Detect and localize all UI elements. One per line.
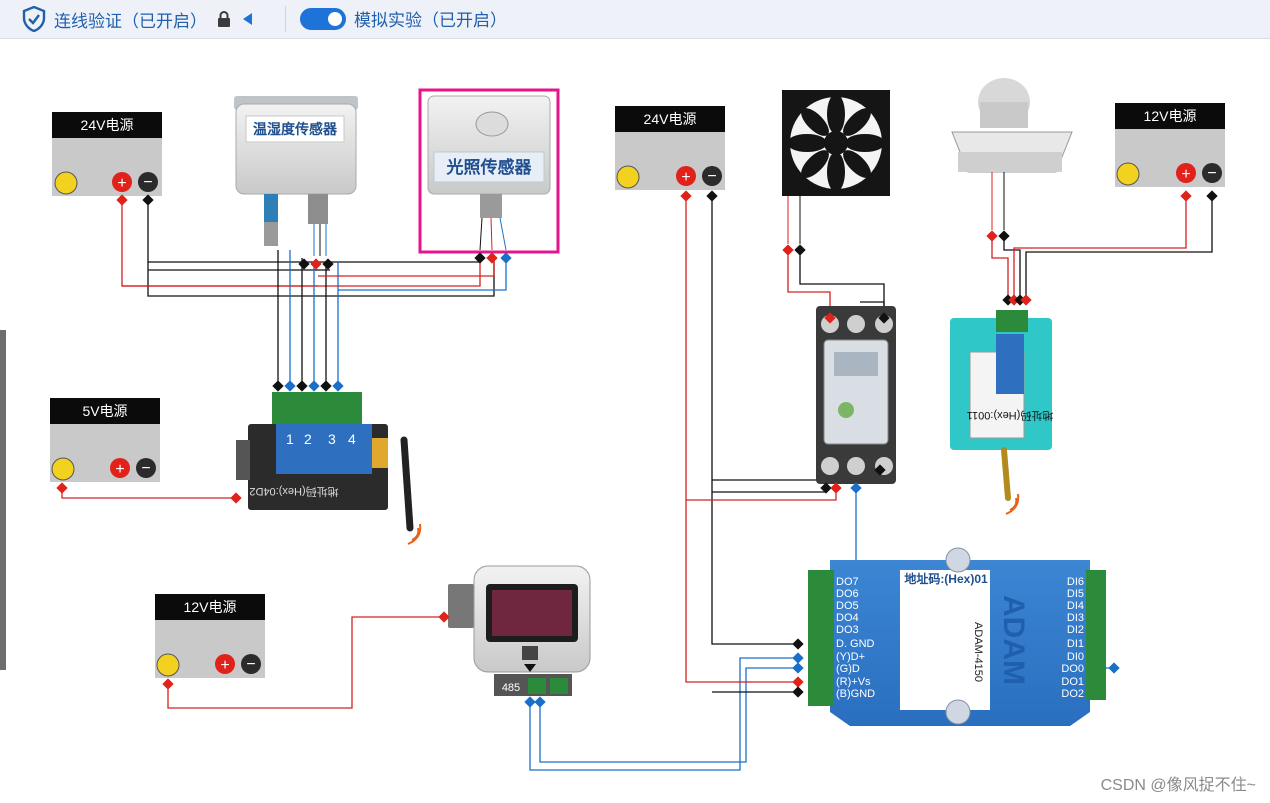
svg-text:DO7: DO7 [836, 576, 859, 588]
svg-text:DI3: DI3 [1067, 612, 1084, 624]
power-supply-24v-2[interactable]: 24V电源 + − [615, 106, 725, 202]
plus-terminal-icon [110, 458, 130, 478]
gateway-port-label: 485 [502, 682, 520, 694]
power-supply-5v[interactable]: 5V电源 + − [50, 398, 242, 504]
plus-terminal-icon [676, 166, 696, 186]
lock-icon[interactable] [217, 11, 231, 27]
svg-text:DI6: DI6 [1067, 576, 1084, 588]
simulation-toggle[interactable]: 模拟实验（已开启） [300, 6, 507, 31]
ac-outlet-icon [54, 171, 78, 195]
analog-converter-module[interactable]: 1 2 3 4 地址码(Hex):04D2 [236, 380, 422, 545]
ac-outlet-icon [156, 653, 180, 677]
svg-text:DO6: DO6 [836, 588, 859, 600]
fan-device[interactable] [782, 90, 890, 256]
minus-terminal-icon [138, 172, 158, 192]
light-sensor[interactable]: 光照传感器 [418, 88, 560, 264]
svg-text:DO5: DO5 [836, 600, 859, 612]
sensor-label: 光照传感器 [446, 157, 533, 177]
alarm-light-device[interactable] [951, 78, 1073, 242]
minus-terminal-icon [1202, 163, 1222, 183]
minus-terminal-icon [136, 458, 156, 478]
power-supply-12v-1[interactable]: 12V电源 + − [155, 594, 265, 690]
adam-right-pins: DI6 DI5 DI4 DI3 DI2 DI1 DI0 DO0 DO1 DO2 [1061, 576, 1084, 700]
power-supply-24v-1[interactable]: 24V电源 + − [52, 112, 162, 206]
svg-text:+: + [115, 461, 124, 478]
temp-humidity-sensor[interactable]: 温湿度传感器 [234, 96, 358, 270]
svg-text:DO2: DO2 [1061, 688, 1084, 700]
svg-text:1: 1 [286, 431, 294, 447]
ac-outlet-icon [51, 457, 75, 481]
minus-terminal-icon [702, 166, 722, 186]
svg-text:DO4: DO4 [836, 612, 859, 624]
svg-text:(B)GND: (B)GND [836, 688, 875, 700]
svg-text:DI1: DI1 [1067, 638, 1084, 650]
gateway-display[interactable]: 485 [438, 565, 591, 708]
relay-module-address: 地址码(Hex):0011 [967, 409, 1054, 423]
shield-check-icon [22, 6, 46, 32]
power-supply-label: 24V电源 [644, 111, 697, 127]
watermark: CSDN @像风捉不住~ [1100, 777, 1256, 794]
converter-address: 地址码(Hex):04D2 [249, 485, 338, 499]
relay-device[interactable] [816, 306, 896, 494]
svg-text:DI2: DI2 [1067, 624, 1084, 636]
svg-text:−: − [141, 460, 150, 477]
antenna-icon [1001, 447, 1011, 501]
ac-outlet-icon [1116, 162, 1140, 186]
adam-brand: ADAM [997, 595, 1030, 685]
power-supply-label: 12V电源 [184, 599, 237, 615]
wireless-relay-module[interactable]: 地址码(Hex):0011 [950, 294, 1054, 515]
power-supply-label: 12V电源 [1144, 108, 1197, 124]
svg-text:DI5: DI5 [1067, 588, 1084, 600]
toolbar: 连线验证（已开启） 模拟实验（已开启） [0, 0, 1270, 39]
minus-terminal-icon [241, 654, 261, 674]
svg-text:2: 2 [304, 431, 312, 447]
svg-text:(G)D: (G)D [836, 663, 860, 675]
triangle-left-icon[interactable] [241, 12, 253, 26]
svg-text:+: + [681, 169, 690, 186]
svg-text:DO0: DO0 [1061, 663, 1084, 675]
svg-text:−: − [707, 168, 716, 185]
svg-text:DI4: DI4 [1067, 600, 1084, 612]
svg-text:DI0: DI0 [1067, 651, 1084, 663]
wiring-verify-toggle[interactable]: 连线验证（已开启） [22, 6, 253, 32]
svg-text:D. GND: D. GND [836, 638, 875, 650]
svg-text:−: − [246, 656, 255, 673]
svg-text:DO1: DO1 [1061, 676, 1084, 688]
antenna-icon [400, 436, 414, 532]
power-supply-label: 24V电源 [81, 117, 134, 133]
ac-outlet-icon [616, 165, 640, 189]
svg-text:+: + [220, 657, 229, 674]
power-supply-label: 5V电源 [82, 403, 127, 419]
plus-terminal-icon [1176, 163, 1196, 183]
svg-text:+: + [117, 175, 126, 192]
plus-terminal-icon [112, 172, 132, 192]
adam-model: ADAM-4150 [972, 622, 984, 682]
svg-text:+: + [1181, 166, 1190, 183]
plus-terminal-icon [215, 654, 235, 674]
svg-text:(R)+Vs: (R)+Vs [836, 676, 871, 688]
svg-text:3: 3 [328, 431, 336, 447]
toggle-switch[interactable] [300, 7, 346, 30]
svg-text:(Y)D+: (Y)D+ [836, 651, 865, 663]
sensor-label: 温湿度传感器 [253, 121, 338, 137]
wiring-canvas: 24V电源 + − 温湿度传感器 光照传感器 [50, 78, 1225, 771]
power-supply-12v-2[interactable]: 12V电源 + − [1115, 103, 1225, 202]
adam-4150-module[interactable]: 地址码:(Hex)01 ADAM ADAM-4150 DO7 DO6 DO5 D… [792, 547, 1120, 726]
simulation-label: 模拟实验（已开启） [354, 11, 507, 30]
adam-address: 地址码:(Hex)01 [904, 571, 988, 586]
fan-icon [787, 94, 885, 192]
svg-text:−: − [143, 174, 152, 191]
wiring-verify-label: 连线验证（已开启） [54, 11, 207, 31]
adam-left-pins: DO7 DO6 DO5 DO4 DO3 D. GND (Y)D+ (G)D (R… [836, 576, 875, 700]
svg-text:DO3: DO3 [836, 624, 859, 636]
svg-text:4: 4 [348, 431, 356, 447]
toolbar-divider [285, 6, 286, 32]
left-scroll-strip [0, 330, 6, 670]
svg-text:−: − [1207, 165, 1216, 182]
